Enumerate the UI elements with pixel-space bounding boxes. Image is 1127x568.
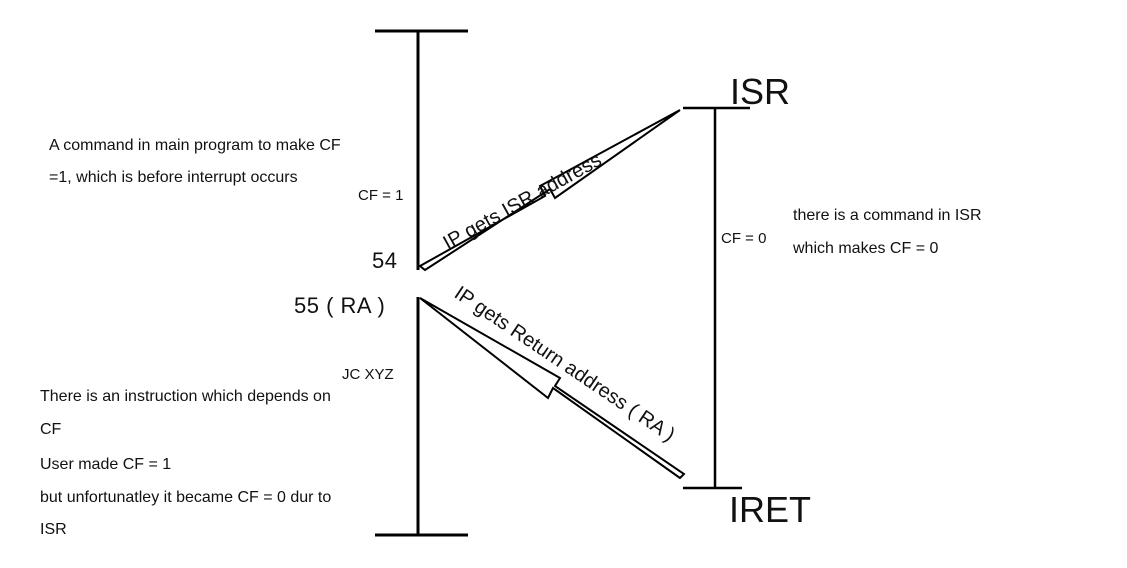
cf-isr-label: CF = 0: [721, 230, 767, 247]
isr-command-note-line1: there is a command in ISR: [793, 207, 982, 224]
iret-label: IRET: [729, 489, 812, 530]
instruction-note-line2: CF: [40, 421, 62, 438]
arrow-return: [419, 297, 686, 480]
main-command-note-line2: =1, which is before interrupt occurs: [49, 169, 298, 186]
arrow-to-isr: [418, 109, 681, 272]
instruction-note-line5: ISR: [40, 521, 67, 538]
address-54: 54: [372, 248, 398, 273]
main-command-note-line1: A command in main program to make CF: [49, 137, 341, 154]
cf-main-label: CF = 1: [358, 187, 404, 204]
jc-label: JC XYZ: [342, 366, 394, 383]
isr-command-note-line2: which makes CF = 0: [793, 240, 939, 257]
instruction-note-line1: There is an instruction which depends on: [40, 388, 331, 405]
instruction-note-line3: User made CF = 1: [40, 456, 172, 473]
address-55-ra: 55 ( RA ): [294, 293, 386, 318]
instruction-note-line4: but unfortunatley it became CF = 0 dur t…: [40, 489, 332, 506]
isr-label: ISR: [730, 71, 791, 112]
